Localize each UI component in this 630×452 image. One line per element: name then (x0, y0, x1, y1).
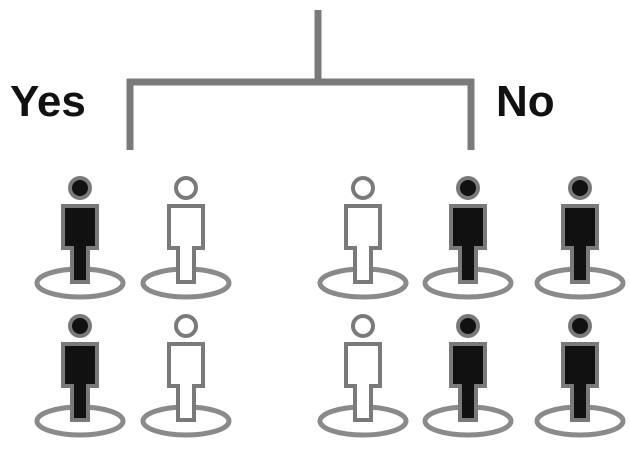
person-icon-outline (317, 314, 409, 438)
person-body (449, 204, 487, 284)
person-icon-filled (34, 176, 126, 300)
person-head (174, 314, 198, 338)
person-body (561, 342, 599, 422)
person-head (568, 314, 592, 338)
person-head (351, 176, 375, 200)
person-head (68, 314, 92, 338)
person-body (167, 204, 205, 284)
person-icon-outline (140, 176, 232, 300)
person-body (449, 342, 487, 422)
person-icon-outline (140, 314, 232, 438)
person-body (344, 204, 382, 284)
person-body (344, 342, 382, 422)
person-body (561, 204, 599, 284)
person-icon-outline (317, 176, 409, 300)
person-head (351, 314, 375, 338)
person-icon-filled (422, 176, 514, 300)
person-icon-filled (534, 176, 626, 300)
person-icon-filled (34, 314, 126, 438)
person-icon-filled (422, 314, 514, 438)
person-body (61, 204, 99, 284)
person-head (568, 176, 592, 200)
no-branch-label: No (496, 77, 555, 126)
yes-branch-label: Yes (10, 77, 86, 126)
person-body (167, 342, 205, 422)
person-head (174, 176, 198, 200)
person-head (68, 176, 92, 200)
person-head (456, 176, 480, 200)
tree-connectors (126, 10, 475, 150)
person-head (456, 314, 480, 338)
person-icon-filled (534, 314, 626, 438)
person-body (61, 342, 99, 422)
figures-layer (34, 176, 626, 438)
